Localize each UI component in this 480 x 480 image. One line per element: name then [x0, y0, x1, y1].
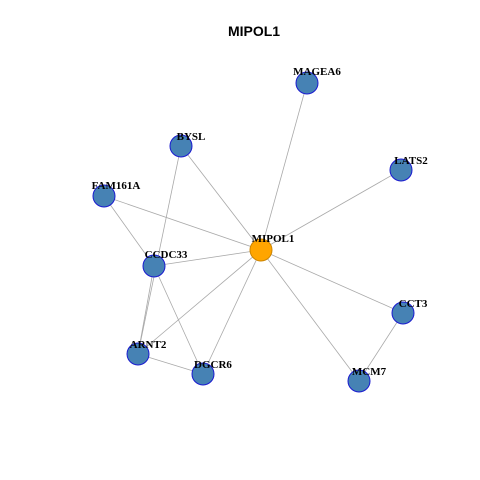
node-label-ccdc33: CCDC33 — [145, 249, 188, 261]
node-circle-magea6 — [295, 71, 319, 95]
edge-mipol1-bysl — [180, 145, 262, 251]
edge-fam161a-ccdc33 — [103, 195, 155, 267]
node-circle-bysl — [169, 134, 193, 158]
node-circle-fam161a — [92, 184, 116, 208]
edge-mipol1-arnt2 — [137, 249, 262, 355]
node-label-mcm7: MCM7 — [352, 366, 387, 378]
node-circle-ccdc33 — [142, 254, 166, 278]
node-label-bysl: BYSL — [177, 131, 206, 143]
node-arnt2: ARNT2 — [126, 339, 167, 366]
node-label-fam161a: FAM161A — [92, 180, 141, 192]
edge-layer — [103, 82, 404, 382]
node-dgcr6: DGCR6 — [191, 359, 232, 386]
node-cct3: CCT3 — [391, 298, 428, 325]
node-label-arnt2: ARNT2 — [130, 339, 167, 351]
node-mipol1: MIPOL1 — [249, 233, 295, 262]
node-label-cct3: CCT3 — [399, 298, 428, 310]
node-circle-mcm7 — [347, 369, 371, 393]
node-label-magea6: MAGEA6 — [293, 66, 341, 78]
node-fam161a: FAM161A — [92, 180, 141, 208]
edge-mipol1-lats2 — [260, 169, 402, 251]
node-circle-arnt2 — [126, 342, 150, 366]
edge-mipol1-dgcr6 — [202, 249, 262, 375]
node-circle-dgcr6 — [191, 362, 215, 386]
edge-ccdc33-dgcr6 — [153, 265, 204, 375]
edge-bysl-arnt2 — [137, 145, 182, 355]
node-label-mipol1: MIPOL1 — [252, 233, 295, 245]
node-circle-lats2 — [389, 158, 413, 182]
edge-mipol1-fam161a — [103, 195, 262, 251]
node-circle-mipol1 — [249, 238, 273, 262]
edge-ccdc33-arnt2 — [137, 265, 155, 355]
edge-mipol1-mcm7 — [260, 249, 360, 382]
node-label-dgcr6: DGCR6 — [194, 359, 232, 371]
node-label-lats2: LATS2 — [394, 155, 428, 167]
node-mcm7: MCM7 — [347, 366, 387, 393]
edge-mipol1-cct3 — [260, 249, 404, 314]
edge-mipol1-magea6 — [260, 82, 308, 251]
node-ccdc33: CCDC33 — [142, 249, 188, 278]
edge-cct3-mcm7 — [358, 312, 404, 382]
node-bysl: BYSL — [169, 131, 206, 158]
node-circle-cct3 — [391, 301, 415, 325]
node-magea6: MAGEA6 — [293, 66, 341, 95]
node-lats2: LATS2 — [389, 155, 428, 182]
edge-mipol1-ccdc33 — [153, 249, 262, 267]
graph-title: MIPOL1 — [228, 23, 280, 39]
